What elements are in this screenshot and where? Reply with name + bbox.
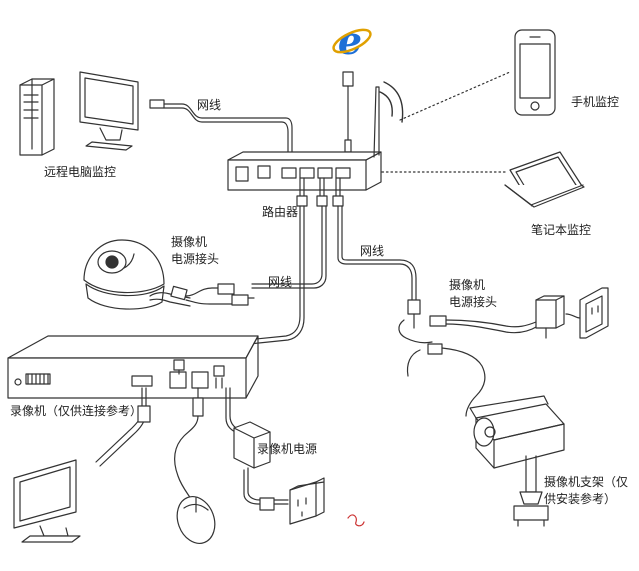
internet-cable [342, 71, 354, 153]
label-camera-power-left: 摄像机 电源接头 [171, 235, 220, 266]
watermark-squiggle [347, 514, 365, 527]
label-camera-power-right: 摄像机 电源接头 [449, 278, 498, 309]
dvr-icon [7, 335, 259, 399]
label-cable-top: 网线 [197, 98, 222, 112]
camera-adapter-icon [535, 295, 565, 339]
mouse-icon [176, 496, 216, 544]
dvr-vga-cable [95, 387, 151, 467]
camera-mount-icon [513, 455, 549, 527]
camera-wall-socket-icon [565, 287, 609, 339]
router-icon [227, 86, 382, 191]
pc-icon [19, 78, 55, 156]
power-adapter-icon [233, 421, 289, 511]
dvr-network-port-cable [173, 359, 185, 375]
dvr-mouse-cable [174, 387, 204, 505]
cable-pc-router [149, 99, 293, 169]
laptop-icon [504, 151, 585, 208]
phone-icon [514, 29, 556, 116]
label-dvr-power: 录像机电源 [257, 442, 318, 456]
label-cable-mid: 网线 [268, 275, 293, 289]
camera-right-power-cable [398, 299, 539, 417]
label-camera-mount: 摄像机支架（仅供安装参考） [544, 475, 629, 506]
wifi-waves-icon [379, 81, 404, 123]
bullet-camera-icon [469, 395, 565, 469]
cable-router-camera-right [332, 177, 417, 301]
dome-camera-icon [83, 239, 165, 310]
label-remote-pc: 远程电脑监控 [44, 165, 117, 179]
monitor-icon [79, 71, 139, 151]
svg-text:e: e [338, 18, 362, 63]
label-router: 路由器 [262, 205, 299, 219]
ie-logo-icon: e [332, 18, 372, 63]
wall-socket-icon [289, 477, 325, 525]
wireless-link-phone [399, 71, 511, 121]
label-dvr: 录像机（仅供连接参考） [10, 404, 143, 418]
dvr-monitor-icon [13, 459, 81, 543]
label-laptop: 笔记本监控 [531, 223, 592, 237]
label-phone: 手机监控 [571, 95, 620, 109]
dome-camera-power-cable [149, 283, 255, 307]
cable-router-camera-left [251, 177, 328, 289]
label-cable-right: 网线 [360, 244, 385, 258]
